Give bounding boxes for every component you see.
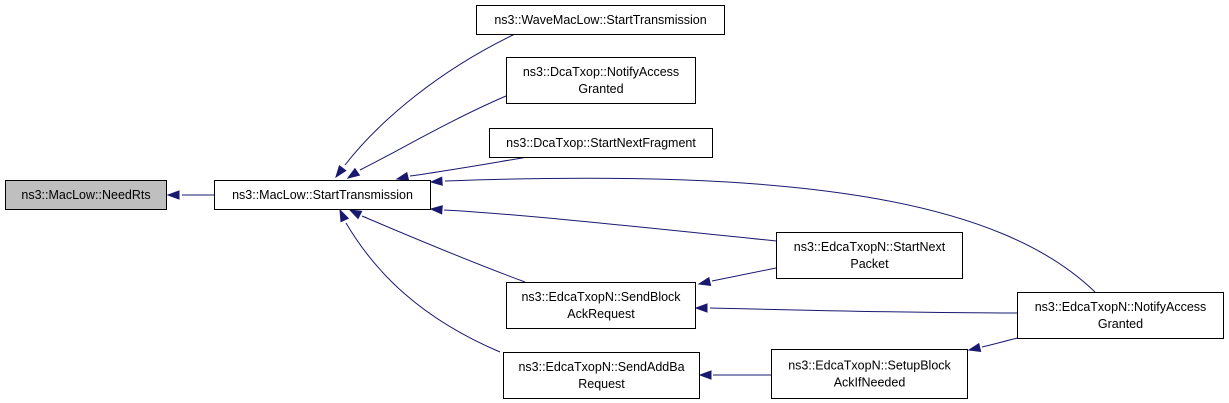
node-box	[506, 282, 696, 329]
node-label: Packet	[850, 257, 889, 271]
node-label: ns3::MacLow::NeedRts	[21, 188, 150, 202]
edge-dca-next-frag-to-start-tx	[395, 156, 529, 182]
edge-line	[359, 95, 507, 171]
node-box	[489, 128, 713, 158]
arrowhead-icon	[339, 208, 350, 223]
edge-line	[711, 267, 777, 282]
node-dca-next-frag[interactable]: ns3::DcaTxop::StartNextFragment	[489, 128, 713, 158]
node-start-tx[interactable]: ns3::MacLow::StartTransmission	[214, 180, 431, 210]
edge-edca-send-bar-to-start-tx	[348, 209, 526, 283]
node-label: ns3::DcaTxop::StartNextFragment	[506, 136, 696, 150]
arrowhead-icon	[697, 276, 712, 287]
arrowhead-icon	[335, 164, 347, 179]
edge-wave-start-tx-to-start-tx	[335, 33, 516, 179]
edge-edca-next-packet-to-start-tx	[429, 205, 777, 242]
node-label: ns3::EdcaTxopN::NotifyAccess	[1035, 300, 1207, 314]
edge-line	[443, 209, 777, 242]
node-label: Request	[578, 377, 625, 391]
node-label: Granted	[1098, 317, 1143, 331]
node-box	[476, 5, 725, 35]
edge-edca-setup-ba-to-edca-send-addba	[698, 370, 771, 380]
edge-edca-next-packet-to-edca-send-bar	[697, 267, 777, 287]
edge-edca-notify-to-edca-send-bar	[694, 303, 1018, 314]
node-box	[771, 349, 968, 399]
arrowhead-icon	[395, 171, 410, 182]
node-label: ns3::MacLow::StartTransmission	[232, 188, 413, 202]
node-label: ns3::DcaTxop::NotifyAccess	[523, 65, 679, 79]
node-label: ns3::EdcaTxopN::SetupBlock	[788, 359, 951, 373]
node-label: ns3::EdcaTxopN::StartNext	[794, 240, 946, 254]
edge-line	[345, 222, 501, 353]
node-label: Granted	[578, 82, 623, 96]
node-label: AckIfNeeded	[834, 376, 906, 390]
node-box	[776, 232, 963, 279]
edge-start-tx-to-need-rts	[166, 190, 214, 200]
edge-line	[361, 215, 526, 283]
arrowhead-icon	[429, 205, 443, 215]
edges-layer	[166, 33, 1096, 380]
nodes-layer: ns3::MacLow::NeedRts ns3::MacLow::StartTr…	[5, 5, 1224, 399]
arrowhead-icon	[967, 342, 982, 353]
node-need-rts[interactable]: ns3::MacLow::NeedRts	[5, 180, 167, 210]
arrowhead-icon	[698, 370, 712, 380]
node-wave-start-tx[interactable]: ns3::WaveMacLow::StartTransmission	[476, 5, 725, 35]
node-label: ns3::WaveMacLow::StartTransmission	[494, 13, 706, 27]
node-label: AckRequest	[567, 307, 635, 321]
edge-line	[409, 156, 529, 177]
edge-edca-notify-to-edca-setup-ba	[967, 336, 1023, 353]
arrowhead-icon	[166, 190, 180, 200]
edge-dca-notify-to-start-tx	[346, 95, 507, 179]
node-box	[1017, 292, 1224, 339]
edge-line	[709, 307, 1018, 314]
arrowhead-icon	[348, 209, 363, 220]
edge-edca-notify-to-start-tx	[429, 176, 1096, 293]
arrowhead-icon	[346, 167, 361, 179]
node-box	[503, 352, 700, 399]
edge-line	[344, 33, 516, 166]
arrowhead-icon	[694, 303, 708, 313]
arrowhead-icon	[429, 176, 443, 186]
edge-edca-send-addba-to-start-tx	[339, 208, 501, 353]
edge-line	[981, 336, 1023, 348]
edge-line	[444, 177, 1096, 293]
node-label: ns3::EdcaTxopN::SendAddBa	[518, 360, 684, 374]
node-box	[5, 180, 167, 210]
node-box	[506, 57, 696, 104]
node-label: ns3::EdcaTxopN::SendBlock	[521, 290, 681, 304]
node-box	[214, 180, 431, 210]
